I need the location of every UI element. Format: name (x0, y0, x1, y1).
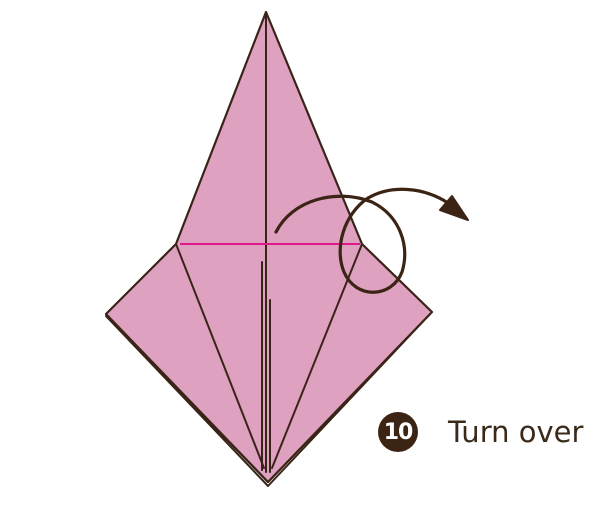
flap-lines (175, 11, 363, 473)
step-number-badge: 10 (378, 412, 418, 452)
left-flap-edge (175, 243, 265, 469)
right-flap-edge (271, 243, 363, 469)
step-caption: 10 Turn over (378, 412, 583, 452)
step-instruction: Turn over (448, 415, 584, 449)
turn-over-arrow-icon (274, 187, 469, 294)
